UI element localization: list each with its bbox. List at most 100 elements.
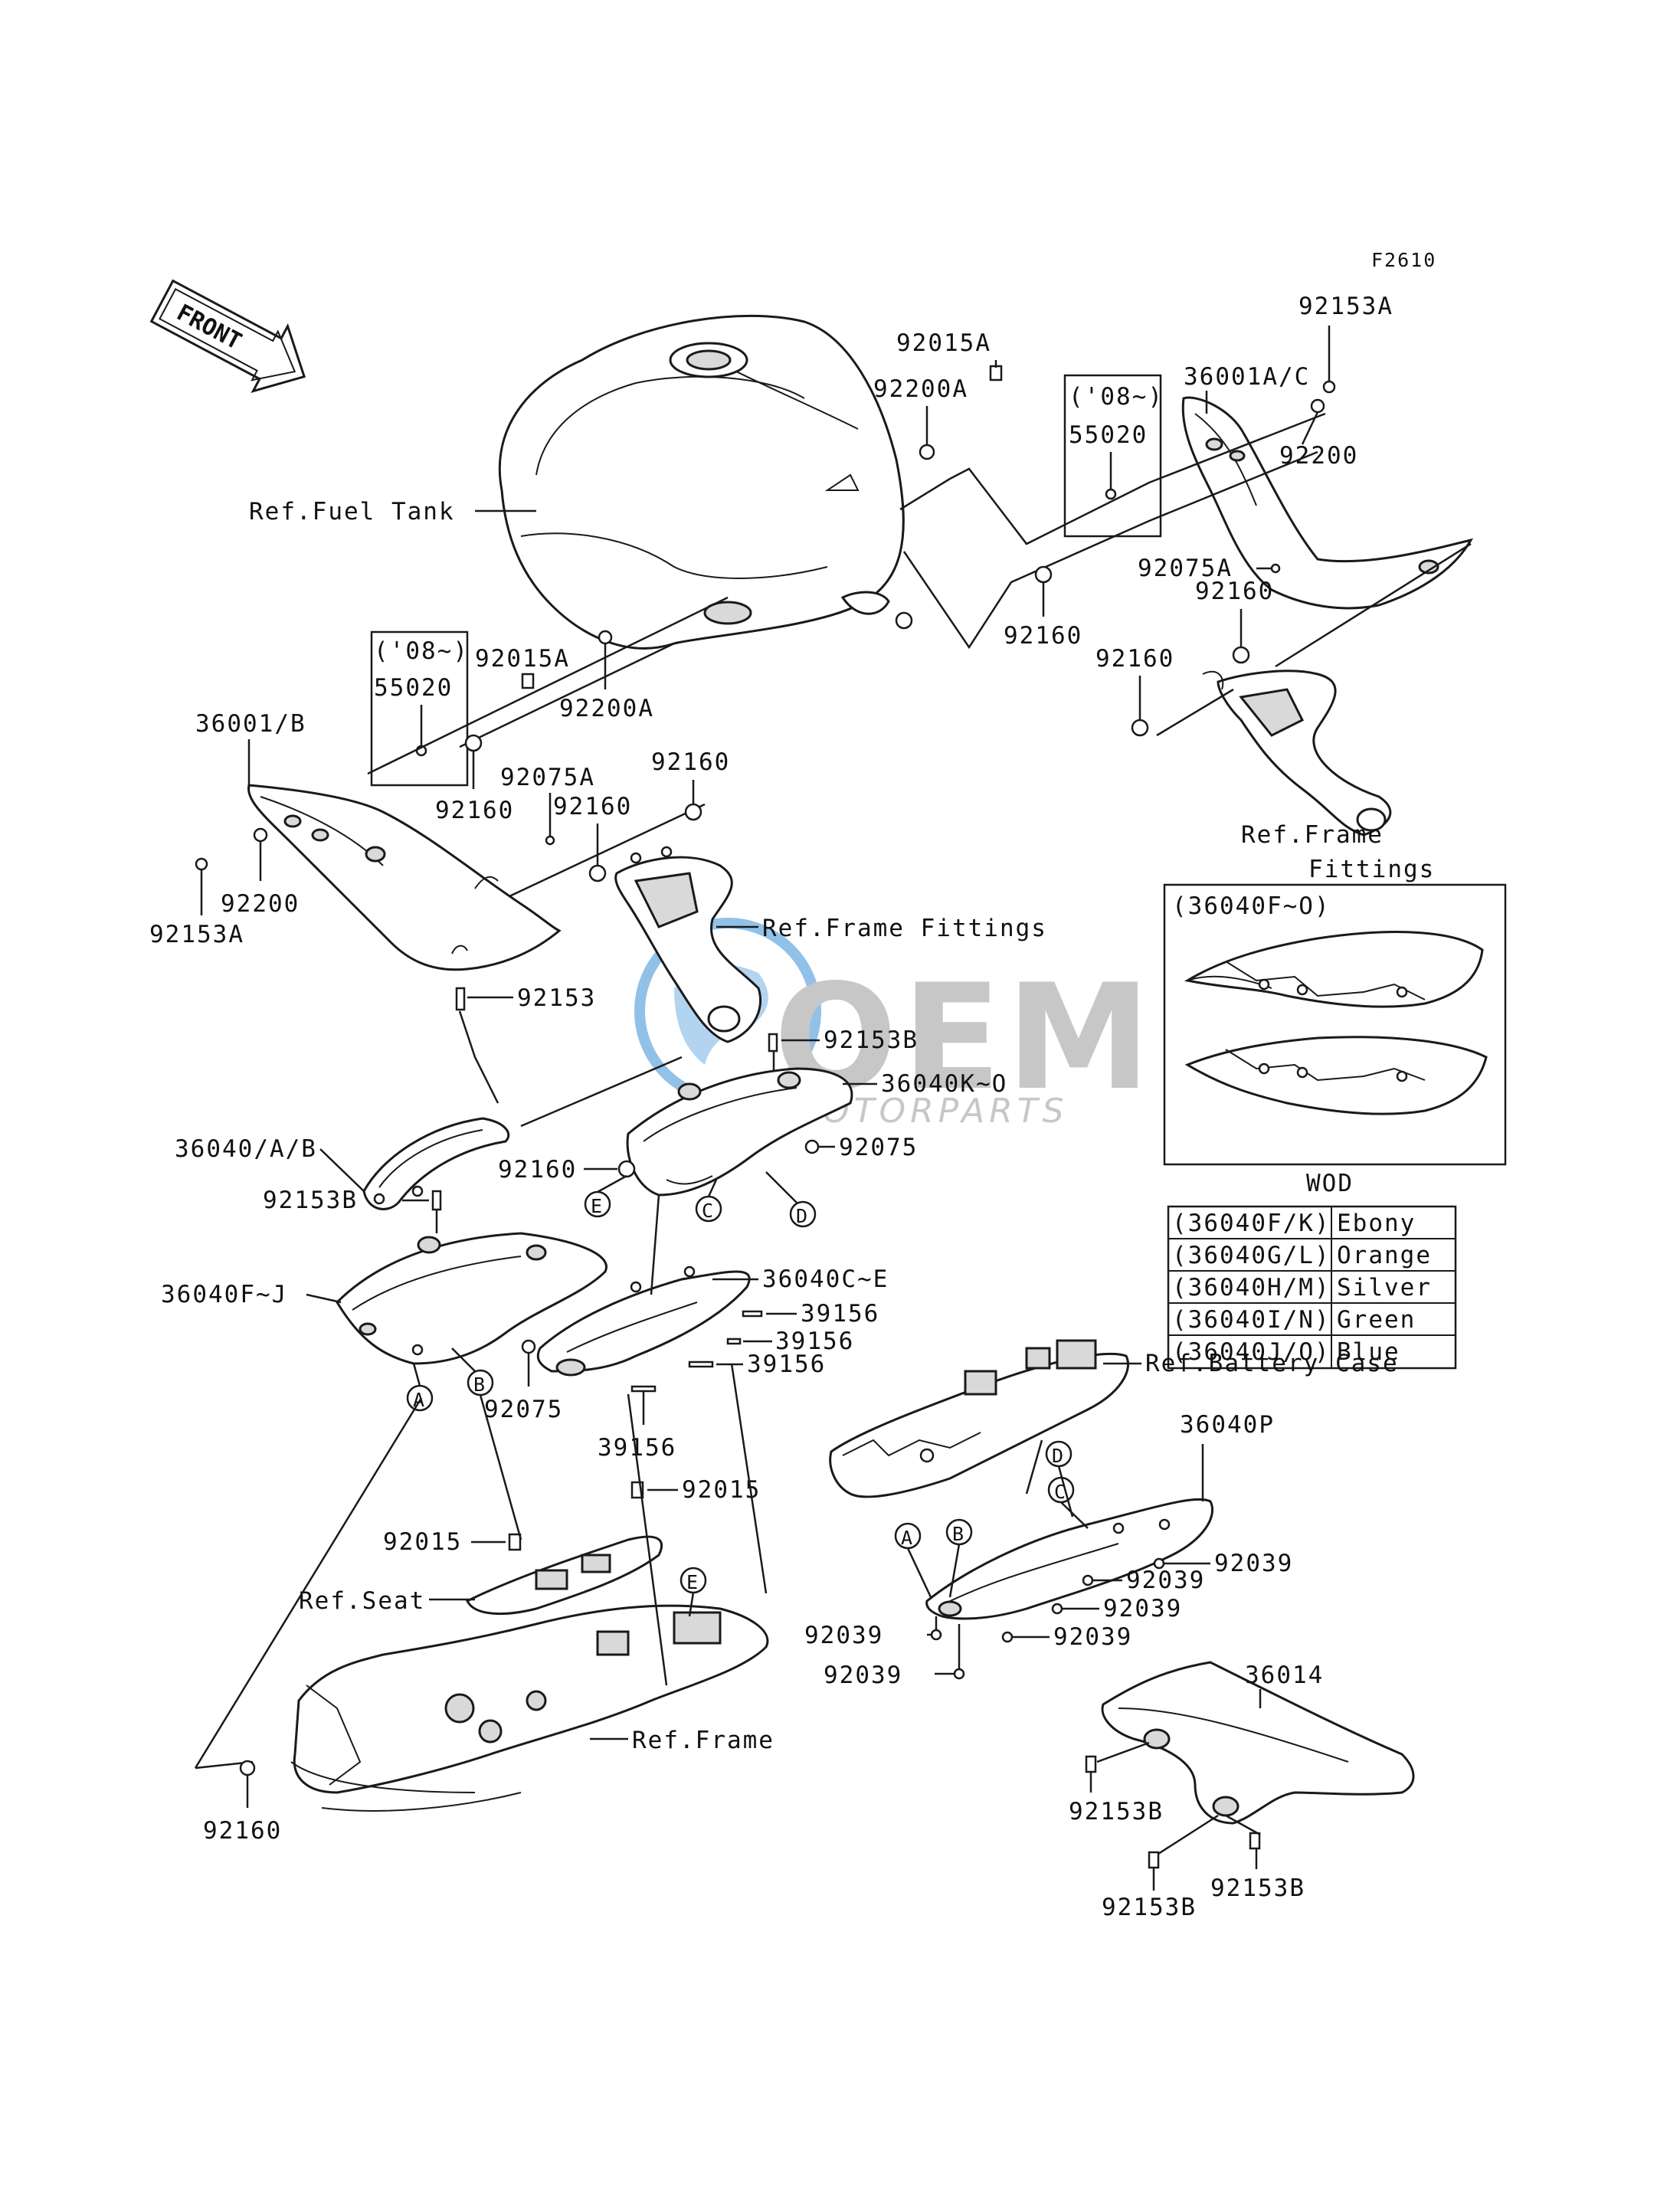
washer-92200a-left-icon [598, 630, 613, 645]
label-92039-1: 92039 [1214, 1550, 1293, 1577]
color-row-code: (36040G/L) [1172, 1242, 1331, 1269]
label-92153b-left: 92153B [263, 1187, 358, 1214]
grommet-92015a-top-icon [989, 365, 1003, 381]
color-table-title: WOD [1306, 1170, 1354, 1197]
frame-fitting-right-reference [1202, 670, 1392, 837]
label-92015-2: 92015 [682, 1476, 761, 1504]
side-cover-36001b [247, 784, 562, 971]
label-92160-l1: 92160 [435, 797, 514, 824]
label-36040ab: 36040/A/B [175, 1135, 317, 1163]
washer-92200-right-icon [1310, 398, 1325, 414]
label-92200-left: 92200 [221, 890, 300, 918]
color-row-code: (36040F/K) [1172, 1210, 1331, 1237]
clip-92039-2-icon [1082, 1574, 1094, 1586]
label-92015a-left: 92015A [475, 645, 570, 673]
label-39156-2: 39156 [775, 1328, 854, 1355]
grommet-92160-r1-icon [1034, 565, 1053, 584]
label-92160-bottom: 92160 [203, 1817, 282, 1845]
year-note-left: ('08~) [374, 637, 469, 665]
bolt-92153-icon [455, 987, 466, 1011]
label-36040f-j: 36040F~J [161, 1281, 287, 1308]
label-36001b: 36001/B [195, 710, 306, 738]
clip-92039-4-icon [1001, 1631, 1014, 1643]
clip-92075-b-icon [521, 1339, 536, 1354]
ref-frame-fittings-right-1: Ref.Frame [1241, 821, 1384, 849]
year-note-box-left [370, 630, 469, 787]
front-arrow-icon: FRONT [149, 279, 306, 393]
callout-letter: B [952, 1523, 965, 1545]
label-92200-right: 92200 [1279, 442, 1358, 470]
grommet-92160-r3-icon [1131, 719, 1149, 737]
label-92075-b: 92075 [484, 1396, 563, 1423]
bolt-92153b-left-icon [431, 1190, 442, 1211]
washer-92200a-top-icon [919, 444, 935, 460]
label-36040k-o: 36040K~O [881, 1070, 1007, 1098]
color-row-color: Ebony [1337, 1210, 1416, 1237]
label-92039-5: 92039 [804, 1622, 883, 1649]
clip-92075a-right-icon [1270, 563, 1281, 574]
label-92015-1: 92015 [383, 1528, 462, 1556]
label-92075-c: 92075 [839, 1134, 918, 1161]
screw-92153a-top-icon [1322, 380, 1336, 394]
grommet-92160-c-icon [617, 1160, 636, 1178]
color-row-code: (36040I/N) [1172, 1306, 1331, 1334]
bolt-92153b-center-icon [768, 1033, 778, 1053]
grommet-92015a-left-icon [521, 673, 535, 689]
label-39156-1: 39156 [801, 1300, 879, 1328]
callout-letter: C [1054, 1481, 1067, 1503]
label-92200a-top: 92200A [873, 375, 968, 403]
grommet-92160-l3-icon [684, 803, 702, 821]
label-92160-l3: 92160 [651, 748, 730, 776]
label-92153b-r3: 92153B [1102, 1894, 1197, 1921]
label-92039-6: 92039 [824, 1662, 902, 1689]
ref-frame-fittings-right-2: Fittings [1308, 856, 1435, 883]
pad-39156-1-icon [742, 1310, 763, 1318]
label-36014: 36014 [1245, 1662, 1324, 1689]
ref-seat: Ref.Seat [299, 1587, 425, 1615]
label-92075a-left: 92075A [500, 764, 595, 791]
clip-92075-c-icon [804, 1139, 820, 1154]
tail-cover-upper-36040k-o [626, 1067, 853, 1197]
under-tray-36040p [925, 1498, 1214, 1620]
label-92039-3: 92039 [1103, 1595, 1182, 1622]
callout-letter: B [473, 1374, 486, 1396]
under-cover-36040c-e [536, 1265, 751, 1377]
label-92200a-left: 92200A [559, 695, 654, 722]
label-92160-r3: 92160 [1095, 645, 1174, 673]
color-row-color: Silver [1337, 1274, 1432, 1302]
ref-fuel-tank: Ref.Fuel Tank [249, 498, 455, 526]
clip-92039-3-icon [1051, 1603, 1063, 1615]
label-92153a-top: 92153A [1298, 293, 1393, 320]
side-cover-36001ac [1181, 396, 1474, 610]
pad-39156-3-icon [688, 1360, 714, 1368]
pad-39156-2-icon [726, 1338, 742, 1345]
grab-rail-36040ab [362, 1117, 510, 1210]
bolt-92153b-r2-icon [1249, 1832, 1261, 1850]
label-36040p: 36040P [1180, 1411, 1275, 1439]
callout-letter: C [702, 1200, 715, 1222]
label-92160-r2: 92160 [1195, 578, 1274, 605]
label-92153b-center: 92153B [824, 1026, 919, 1054]
clip-55020-top-icon [1105, 488, 1117, 500]
color-table: WOD (36040F/K) Ebony (36040G/L) Orange (… [1167, 1170, 1457, 1370]
color-row-color: Green [1337, 1306, 1416, 1334]
grommet-92160-bottom-icon [239, 1760, 256, 1776]
grommet-92160-l2-icon [588, 864, 607, 882]
grommet-92015-1-icon [508, 1533, 522, 1551]
chain-cover-36014 [1101, 1661, 1415, 1825]
battery-case-reference [829, 1339, 1130, 1498]
fuel-tank-reference [498, 314, 913, 650]
label-92153: 92153 [517, 984, 596, 1012]
color-row-code: (36040J/O) [1172, 1338, 1331, 1366]
ref-frame: Ref.Frame [632, 1727, 775, 1754]
frame-fitting-center-reference [614, 846, 762, 1043]
label-36001ac: 36001A/C [1184, 363, 1310, 391]
washer-92200-left-icon [253, 827, 268, 843]
label-92160-c: 92160 [498, 1156, 577, 1184]
frame-reference [290, 1604, 769, 1812]
clip-92075a-left-icon [545, 835, 555, 846]
grommet-92160-l1-icon [464, 734, 483, 752]
color-row-code: (36040H/M) [1172, 1274, 1331, 1302]
callout-letter: D [796, 1205, 809, 1227]
